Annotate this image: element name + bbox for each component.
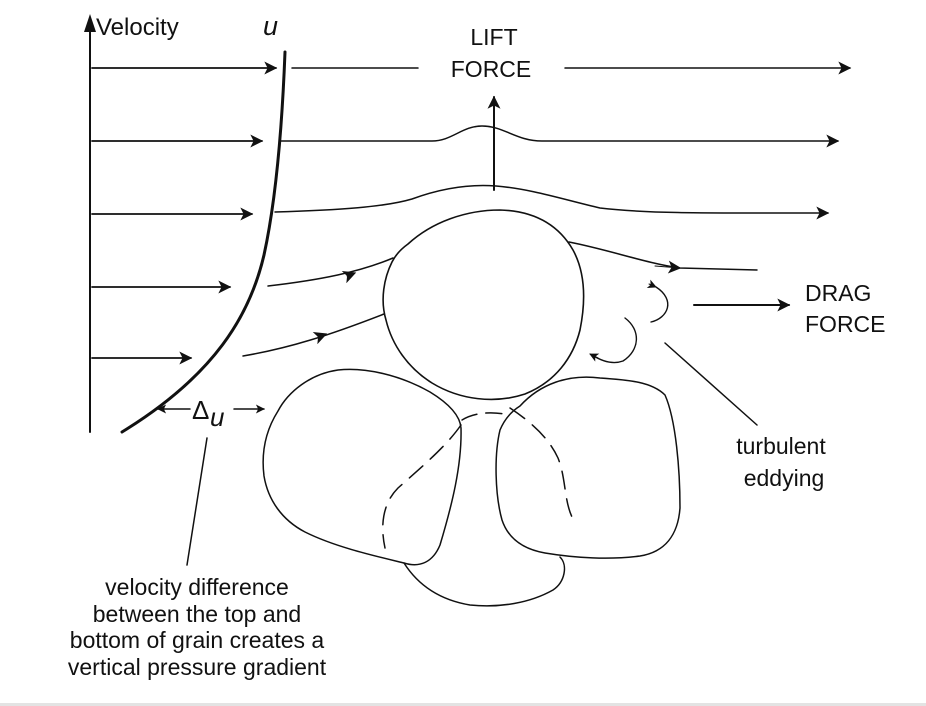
grain-bottom-left: [262, 368, 462, 566]
lift-force-label-line1: LIFT: [470, 24, 517, 50]
caption-line-4: vertical pressure gradient: [67, 653, 327, 680]
delta-subscript: u: [210, 402, 224, 432]
grain-bottom-right-hidden-edge: [509, 407, 573, 518]
streamline-5: [242, 313, 385, 357]
velocity-profile-label: u: [263, 11, 278, 41]
streamline-4-arrow: [341, 271, 357, 284]
eddy-upper-arrowhead: [646, 279, 657, 288]
pressure-gradient-caption: velocity difference between the top and …: [0, 574, 394, 680]
streamline-4-left: [267, 257, 394, 287]
grain-bottom-right: [495, 376, 681, 559]
velocity-axis-label: Velocity: [96, 14, 179, 41]
eddy-upper: [650, 286, 669, 323]
drag-force-label-line2: FORCE: [805, 311, 886, 337]
velocity-axis-arrowhead: [84, 14, 96, 32]
turbulence-leader-line: [664, 342, 758, 426]
streamline-2: [279, 125, 840, 148]
lift-force-label-line2: FORCE: [451, 56, 532, 82]
grain-top: [382, 209, 585, 401]
grain-bottom-left-hidden-edge: [382, 424, 462, 549]
streamline-5-arrow: [312, 332, 328, 345]
caption-leader-line: [186, 437, 208, 566]
grain-bottom-middle: [403, 556, 566, 607]
eddy-lower-arrowhead: [589, 353, 600, 362]
turbulence-label-line1: turbulent: [736, 433, 826, 459]
turbulence-label-line2: eddying: [744, 465, 825, 491]
drag-force-label-line1: DRAG: [805, 280, 871, 306]
grain-bottom-middle-hidden-edge: [461, 412, 505, 421]
bottom-divider: [0, 703, 926, 706]
caption-line-2: between the top and: [92, 600, 302, 627]
velocity-profile-curve: [120, 50, 287, 434]
eddy-lower: [591, 317, 638, 364]
streamline-4-right: [568, 241, 758, 271]
streamline-3: [274, 184, 830, 220]
caption-line-3: bottom of grain creates a: [69, 627, 325, 653]
streamline-4-wake-arrow: [654, 260, 682, 274]
delta-symbol: Δ: [192, 395, 209, 425]
caption-line-1: velocity difference: [105, 574, 289, 600]
